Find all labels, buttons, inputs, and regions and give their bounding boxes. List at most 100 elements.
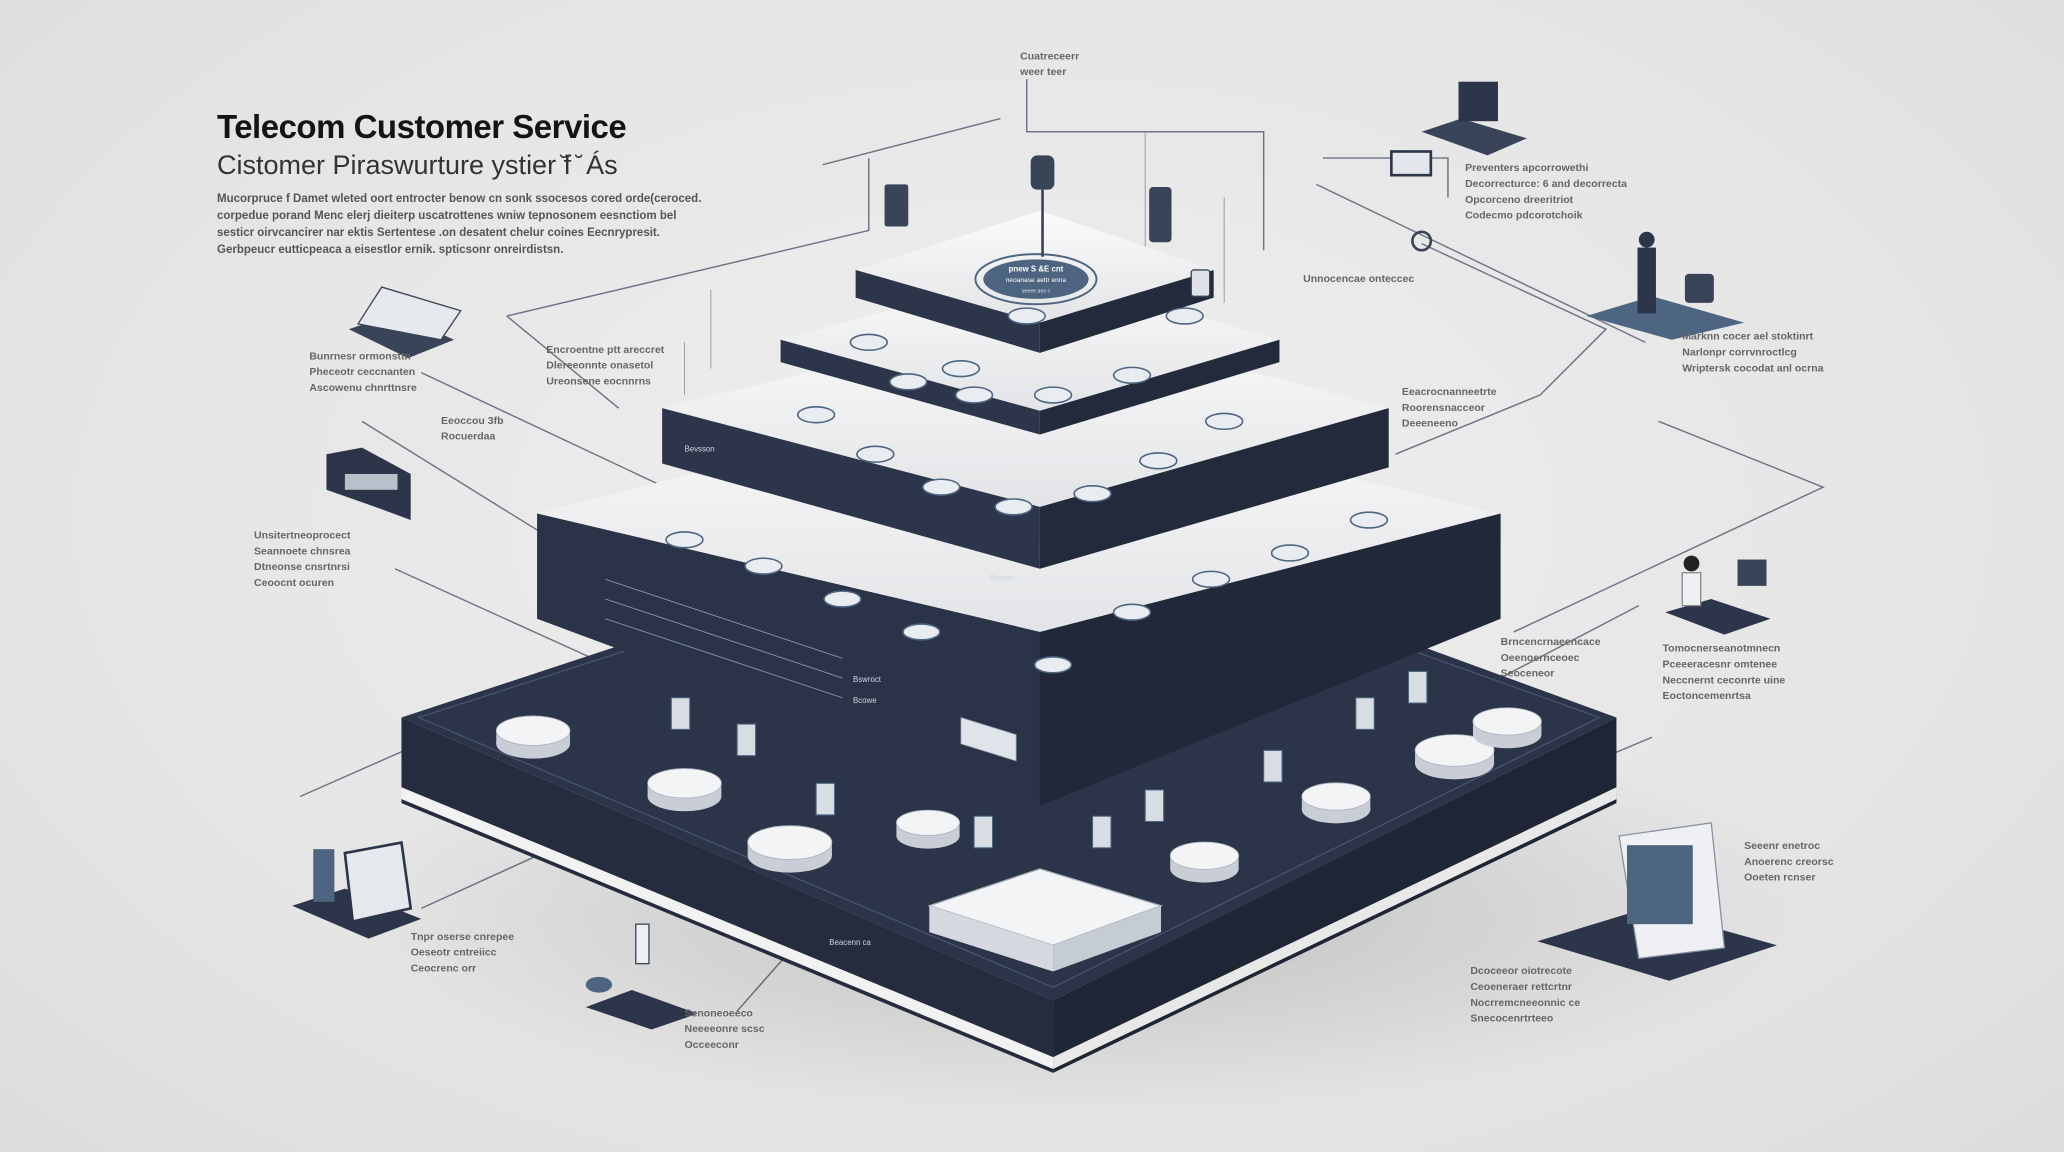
hub-device-icon xyxy=(747,825,833,873)
network-nodes xyxy=(665,307,1389,674)
platform-layer-top xyxy=(855,155,1214,353)
platform-tag: Beacenn ca xyxy=(829,938,871,947)
annotation-label-line: Bunrnesr ormonsttn xyxy=(309,350,411,362)
network-node-icon xyxy=(889,373,928,391)
hub-device-icon xyxy=(1472,707,1542,749)
annotation-label-line: Brncencrnaeencace xyxy=(1501,636,1601,648)
platform-tags: Bevsson Bewon Bswroct Bcowe Beacenn ca xyxy=(684,445,1013,948)
annotation-label-line: Rocuerdaa xyxy=(441,431,496,443)
equipment-rack-icon xyxy=(815,782,836,816)
network-node-icon xyxy=(954,386,994,404)
router-icon xyxy=(1030,155,1055,190)
network-node-icon xyxy=(1349,511,1389,529)
equipment-rack-icon xyxy=(1144,789,1165,823)
platform-tag: Bewon xyxy=(990,574,1014,583)
annotation-label-line: Decorrecturce: 6 and decorrecta xyxy=(1465,178,1627,190)
base-devices xyxy=(495,670,1542,972)
monitor-desk-icon xyxy=(292,841,422,939)
hub-device-icon xyxy=(896,809,960,849)
network-node-icon xyxy=(849,333,888,352)
annotation-label-line: Ooeten rcnser xyxy=(1744,872,1815,884)
network-node-icon xyxy=(744,557,783,575)
annotation-label-line: Seannoete chnsrea xyxy=(254,545,351,557)
hub-badge: pnew S &E cnt neoanase aettr enna seeee.… xyxy=(1006,264,1067,294)
network-node-icon xyxy=(994,498,1033,516)
annotation-label-line: Dtneonse cnsrtnrsi xyxy=(254,561,350,573)
annotation-label-line: Tomocnerseanotmnecn xyxy=(1663,643,1781,655)
network-node-icon xyxy=(1139,452,1178,470)
support-agent-icon xyxy=(1665,555,1771,635)
network-node-icon xyxy=(1033,386,1073,404)
platform-tag: Bevsson xyxy=(684,445,714,454)
network-node-icon xyxy=(823,590,862,608)
annotation-label-line: Senoneoeeco xyxy=(684,1007,753,1019)
equipment-rack-icon xyxy=(1407,670,1428,704)
annotation-label-line: Ceoeneraer rettcrtnr xyxy=(1470,981,1572,993)
network-node-icon xyxy=(665,531,704,549)
laptop-icon xyxy=(348,286,462,359)
annotation-label-line: Dlereeonnte onasetol xyxy=(546,360,653,372)
equipment-rack-icon xyxy=(736,723,757,757)
annotation-label-line: Unsitertneoprocect xyxy=(254,529,351,541)
annotation-label-line: Deeeneeno xyxy=(1402,418,1459,430)
annotation-label-line: Oeseotr cntreiicc xyxy=(411,947,497,959)
page-title: Telecom Customer Service xyxy=(217,108,627,145)
annotation-label-line: Ceoocnt ocuren xyxy=(254,577,334,589)
annotation-label-line: Anoerenc creorsc xyxy=(1744,856,1834,868)
ring-connector-icon xyxy=(1411,230,1433,252)
hub-device-icon xyxy=(1169,841,1240,883)
network-node-icon xyxy=(1033,656,1073,674)
printer-icon xyxy=(326,447,411,521)
side-devices xyxy=(292,81,1778,1030)
network-node-icon xyxy=(1007,307,1046,325)
network-node-icon xyxy=(1073,485,1112,503)
annotation-label-line: Roorensnacceor xyxy=(1402,402,1485,414)
connector-lines xyxy=(299,79,1825,1012)
annotation-label-line: Neccnernt ceconrte uine xyxy=(1663,674,1786,686)
annotation-label-line: Cuatreceerr xyxy=(1020,50,1079,62)
annotation-label-line: Encroentne ptt areccret xyxy=(546,344,665,356)
annotation-label-line: Codecmo pdcorotchoik xyxy=(1465,210,1583,222)
hub-badge-line: pnew S &E cnt xyxy=(1009,264,1064,273)
network-node-icon xyxy=(1191,570,1231,588)
annotation-label-line: Pceeeracesnr omtenee xyxy=(1663,658,1778,670)
network-node-icon xyxy=(856,445,895,463)
hub-badge-line: seeee.aes c xyxy=(1022,288,1051,294)
annotation-label-line: Seeenr enetroc xyxy=(1744,840,1820,852)
equipment-rack-icon xyxy=(1263,749,1283,783)
network-node-icon xyxy=(796,406,836,424)
equipment-rack-icon xyxy=(670,697,691,730)
equipment-rack-icon xyxy=(973,815,994,849)
hub-device-icon xyxy=(1301,782,1371,824)
annotation-label-line: Tnpr oserse cnrepee xyxy=(411,931,515,943)
annotation-label-line: Ceocrenc orr xyxy=(411,963,476,975)
network-node-icon xyxy=(1112,603,1152,621)
intro-line: Gerbpeucr eutticpeaca a eisestlor ernik.… xyxy=(217,244,564,256)
header: Telecom Customer Service Cistomer Pirasw… xyxy=(217,108,701,259)
intro-text: Mucorpruce f Damet wleted oort entrocter… xyxy=(217,191,701,259)
annotation-label-line: Wriptersk cocodat anl ocrna xyxy=(1682,362,1823,374)
network-node-icon xyxy=(1112,366,1152,384)
kiosk-terminal-icon xyxy=(1537,822,1778,981)
platform-tag: Bswroct xyxy=(853,675,882,684)
annotation-label-line: Marknn cocer ael stoktinrt xyxy=(1682,331,1813,343)
hub-device-icon xyxy=(495,715,571,759)
annotation-label-line: Snecocenrtrteeo xyxy=(1470,1013,1554,1025)
network-node-icon xyxy=(921,478,961,496)
person-icon xyxy=(1637,247,1656,314)
equipment-rack-icon xyxy=(1355,697,1375,730)
annotation-label-line: Narlonpr corrvnroctlcg xyxy=(1682,347,1797,359)
intro-line: Mucorpruce f Damet wleted oort entrocter… xyxy=(217,193,702,205)
annotation-label-line: Eoctoncemenrtsa xyxy=(1663,690,1751,702)
annotation-label-line: Seoceneor xyxy=(1501,668,1555,680)
annotation-label-line: Unnocencae onteccec xyxy=(1303,273,1414,285)
annotation-label-line: Pheceotr ceccnanten xyxy=(309,366,415,378)
annotation-label-line: Dcoceeor oiotrecote xyxy=(1470,965,1572,977)
switch-tray-icon xyxy=(927,868,1164,972)
network-node-icon xyxy=(902,623,941,641)
server-icon xyxy=(1149,187,1172,243)
equipment-rack-icon xyxy=(1092,815,1112,849)
